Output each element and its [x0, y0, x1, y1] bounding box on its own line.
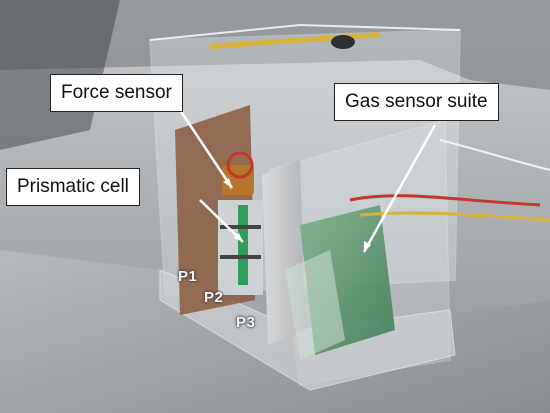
- force-sensor-arrowhead: [223, 178, 232, 188]
- chamber-back-wall: [0, 0, 550, 90]
- cell-dark-band-1: [220, 225, 261, 229]
- force-sensor-wire: [226, 151, 254, 179]
- cell-green-strip: [238, 205, 248, 285]
- force-sensor-callout: Force sensor: [50, 74, 183, 112]
- gas-sensor-arrow: [362, 124, 437, 253]
- yellow-cable: [359, 211, 550, 222]
- cell-dark-band-2: [220, 255, 261, 259]
- prismatic-cell-arrow: [199, 199, 244, 243]
- pcb-bag: [285, 250, 345, 360]
- red-cable: [349, 194, 541, 207]
- prismatic-cell-arrowhead: [234, 233, 243, 242]
- gas-sensor-suite-callout: Gas sensor suite: [334, 83, 499, 121]
- gas-sensor-arrowhead: [364, 241, 371, 252]
- prismatic-cell-callout: Prismatic cell: [6, 168, 140, 206]
- position-label-p2: P2: [204, 289, 224, 306]
- white-cable: [439, 139, 550, 171]
- force-sensor-arrow: [178, 109, 234, 189]
- knob: [331, 35, 355, 49]
- position-label-p3: P3: [236, 314, 256, 331]
- position-label-p1: P1: [178, 268, 198, 285]
- enclosure-top-edge: [149, 23, 461, 41]
